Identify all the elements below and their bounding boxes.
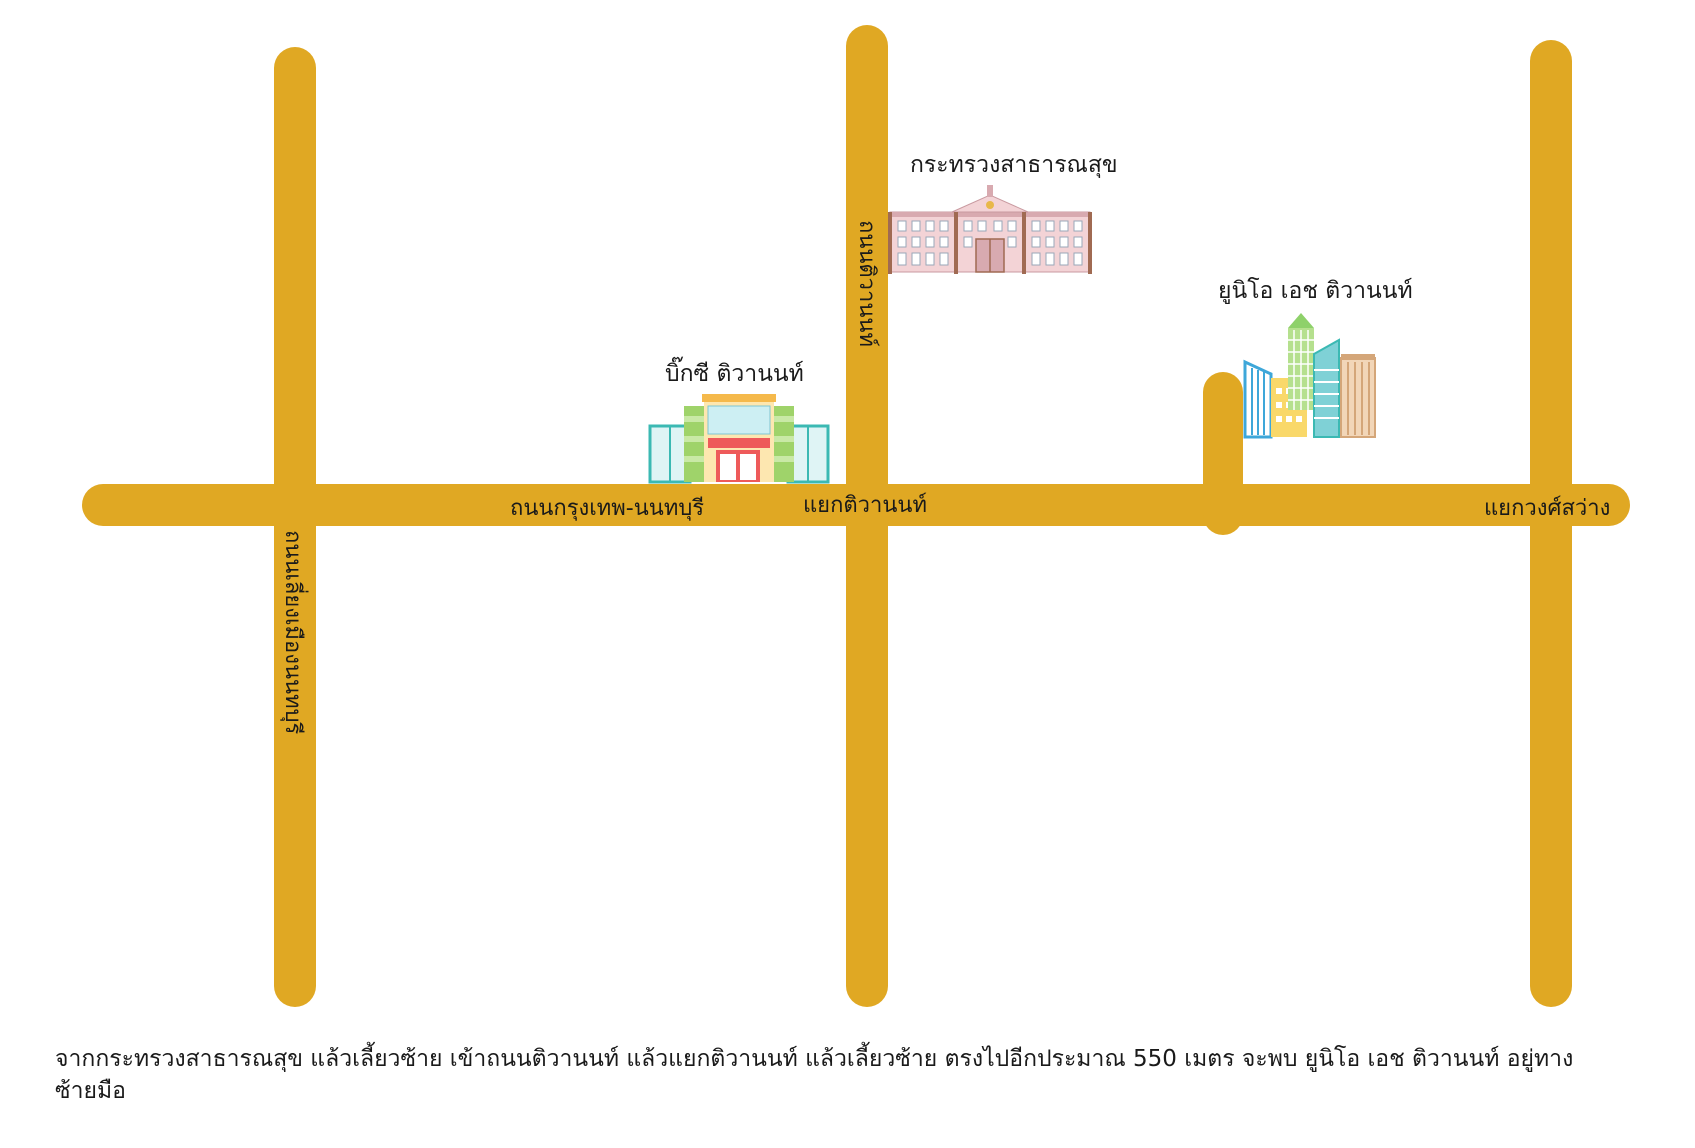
road-middle-vertical [846,25,888,1007]
unio-label: ยูนิโอ เอช ติวานนท์ [1218,277,1413,304]
main-road-label: ถนนกรุงเทพ-นนทบุรี [510,496,704,521]
road-right-vertical [1530,40,1572,1007]
roads [82,25,1630,1007]
ministry-label: กระทรวงสาธารณสุข [910,152,1118,178]
left-road-label: ถนนเลี่ยงเมืองนนทบุรี [280,530,309,735]
khwong-sawang-intersection-label: แยกวงศ์สว่าง [1484,496,1610,521]
supermarket-icon [648,394,830,484]
middle-road-label: ถนนติวานนท์ [854,220,879,347]
tiwanon-intersection-label: แยกติวานนท์ [803,493,927,518]
road-left-vertical [274,47,316,1007]
bigc-label: บิ๊กซี ติวานนท์ [665,356,804,387]
government-building-icon [888,185,1092,274]
road-spur-unio [1203,372,1243,535]
city-buildings-icon [1243,313,1376,439]
directions-text: จากกระทรวงสาธารณสุข แล้วเลี้ยวซ้าย เข้าถ… [55,1046,1574,1104]
